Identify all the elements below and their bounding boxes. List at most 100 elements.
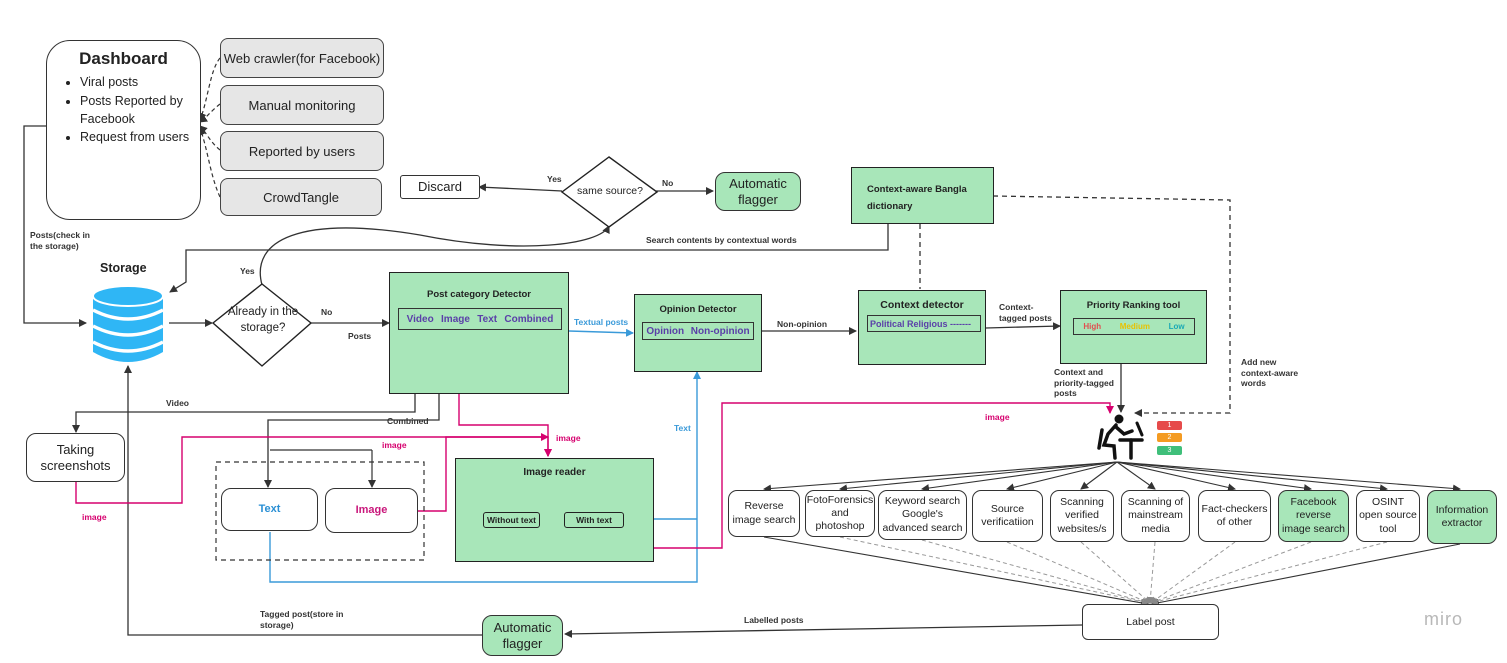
storage-title: Storage <box>100 261 147 275</box>
edge-label-context-priority: Context and priority-tagged posts <box>1054 367 1114 399</box>
context-bar: Political Religious ------- <box>867 315 981 332</box>
discard-box[interactable]: Discard <box>400 175 480 199</box>
edge-label-posts: Posts <box>348 331 372 341</box>
edge-label-image-right: image <box>985 412 1010 422</box>
tool-facebook-reverse[interactable]: Facebook reverse image search <box>1278 490 1349 542</box>
post-category-detector[interactable]: Post category Detector Video Image Text … <box>389 272 569 394</box>
opinion-title: Opinion Detector <box>659 304 737 315</box>
tool-source-verification[interactable]: Source verificatiion <box>972 490 1043 542</box>
category-non-opinion: Non-opinion <box>690 325 750 337</box>
dashboard-list: Viral posts Posts Reported by Facebook R… <box>47 73 200 146</box>
edge-postcat-screenshots <box>72 393 416 433</box>
edge-label-image-screenshot: image <box>382 440 407 450</box>
priority-title: Priority Ranking tool <box>1086 300 1181 311</box>
edge-label-yes-top: Yes <box>547 174 562 184</box>
tool-scanning-media[interactable]: Scanning of mainstream media <box>1121 490 1190 542</box>
decision-same-source-label: same source? <box>577 185 643 197</box>
source-reported-by-users[interactable]: Reported by users <box>220 131 384 171</box>
tool-reverse-image-search[interactable]: Reverse image search <box>728 490 800 537</box>
edge-label-yes-already: Yes <box>240 266 255 276</box>
automatic-flagger-top[interactable]: Automatic flagger <box>715 172 801 211</box>
edge-dashboard-storage <box>23 125 87 327</box>
priority-badge-3: 3 <box>1157 446 1182 455</box>
edge-label-text: Text <box>674 423 691 433</box>
edge-same-discard <box>478 183 563 192</box>
dashboard-panel[interactable]: Dashboard Viral posts Posts Reported by … <box>46 40 201 220</box>
edge-crawler-dashboard <box>198 57 221 121</box>
tool-osint[interactable]: OSINT open source tool <box>1356 490 1420 542</box>
edge-postcat-combined <box>264 393 440 488</box>
category-video: Video <box>406 313 434 325</box>
edge-dictionary-storage <box>169 224 889 293</box>
context-dictionary-title: Context-aware Bangla dictionary <box>867 184 967 212</box>
taking-screenshots[interactable]: Taking screenshots <box>26 433 125 482</box>
edge-context-priority <box>985 322 1061 331</box>
priority-bar: High Medium Low <box>1073 318 1195 335</box>
edge-dictionary-words <box>992 195 1231 417</box>
edge-postcat-opinion <box>568 328 634 337</box>
edge-label-image-postcat: image <box>556 433 581 443</box>
edge-label-image-left: image <box>82 512 107 522</box>
image-reader-without-text[interactable]: Without text <box>483 512 540 528</box>
dashboard-title: Dashboard <box>79 49 168 68</box>
edge-label-flagger <box>564 624 1083 638</box>
edge-flagger-storage <box>124 365 482 636</box>
analyst-icon <box>1097 414 1144 460</box>
edge-text-opinion <box>269 371 701 583</box>
dashboard-item: Request from users <box>80 128 200 146</box>
opinion-bar: Opinion Non-opinion <box>642 322 754 340</box>
edge-manual-dashboard <box>199 103 221 123</box>
post-category-title: Post category Detector <box>426 289 531 300</box>
category-combined: Combined <box>504 313 554 325</box>
tool-scanning-websites[interactable]: Scanning verified websites/s <box>1050 490 1114 542</box>
edge-users-dashboard <box>199 125 221 151</box>
tool-fotoforensics[interactable]: FotoForensics and photoshop <box>805 490 875 537</box>
label-post-box[interactable]: Label post <box>1082 604 1219 640</box>
decision-already-label: Already in the storage? <box>227 306 299 334</box>
context-dictionary[interactable]: Context-aware Bangla dictionary <box>851 167 994 224</box>
category-text: Text <box>477 313 498 325</box>
decision-same-source <box>560 156 659 228</box>
tool-fact-checkers[interactable]: Fact-checkers of other <box>1198 490 1271 542</box>
storage-db-icon <box>92 285 164 362</box>
edge-label-add-words: Add new context-aware words <box>1241 357 1299 389</box>
image-reader-title: Image reader <box>523 467 586 478</box>
edge-label-context-tagged: Context-tagged posts <box>999 302 1052 323</box>
context-title: Context detector <box>880 299 964 311</box>
combined-group <box>215 461 425 561</box>
automatic-flagger-bottom[interactable]: Automatic flagger <box>482 615 563 656</box>
tool-keyword-search[interactable]: Keyword search Google's advanced search <box>878 490 967 540</box>
edge-postcat-imagereader <box>458 393 552 457</box>
combined-text-box[interactable]: Text <box>221 488 318 531</box>
priority-low: Low <box>1168 322 1185 331</box>
edge-label-textual-posts: Textual posts <box>574 317 629 327</box>
decision-already <box>211 283 313 367</box>
edge-label-combined: Combined <box>387 416 429 426</box>
opinion-detector[interactable]: Opinion Detector Opinion Non-opinion <box>634 294 762 372</box>
combined-image-box[interactable]: Image <box>325 488 418 533</box>
edge-label-video: Video <box>166 398 189 408</box>
source-manual-monitoring[interactable]: Manual monitoring <box>220 85 384 125</box>
image-reader-with-text[interactable]: With text <box>564 512 624 528</box>
priority-badge-2: 2 <box>1157 433 1182 442</box>
priority-medium: Medium <box>1119 322 1150 331</box>
edge-crowdtangle-dashboard <box>198 127 221 198</box>
category-opinion: Opinion <box>646 325 685 337</box>
source-web-crawler[interactable]: Web crawler(for Facebook) <box>220 38 384 78</box>
edge-label-non-opinion: Non-opinion <box>777 319 828 329</box>
source-crowdtangle[interactable]: CrowdTangle <box>220 178 382 216</box>
dashboard-item: Posts Reported by Facebook <box>80 92 200 128</box>
tool-information-extractor[interactable]: Information extractor <box>1427 490 1497 544</box>
image-reader[interactable]: Image reader Without text With text <box>455 458 654 562</box>
edge-label-search-contents: Search contents by contextual words <box>646 235 797 245</box>
context-detector[interactable]: Context detector Political Religious ---… <box>858 290 986 365</box>
edge-image-imagereader <box>418 433 549 512</box>
edge-label-no-already: No <box>321 307 333 317</box>
priority-high: High <box>1083 322 1102 331</box>
priority-ranking-tool[interactable]: Priority Ranking tool High Medium Low <box>1060 290 1207 364</box>
edge-label-labelled-posts: Labelled posts <box>744 615 804 625</box>
post-category-bar: Video Image Text Combined <box>398 308 562 330</box>
edge-label-tagged-post: Tagged post(store in storage) <box>260 609 344 630</box>
edge-label-posts-check: Posts(check in the storage) <box>30 230 90 251</box>
